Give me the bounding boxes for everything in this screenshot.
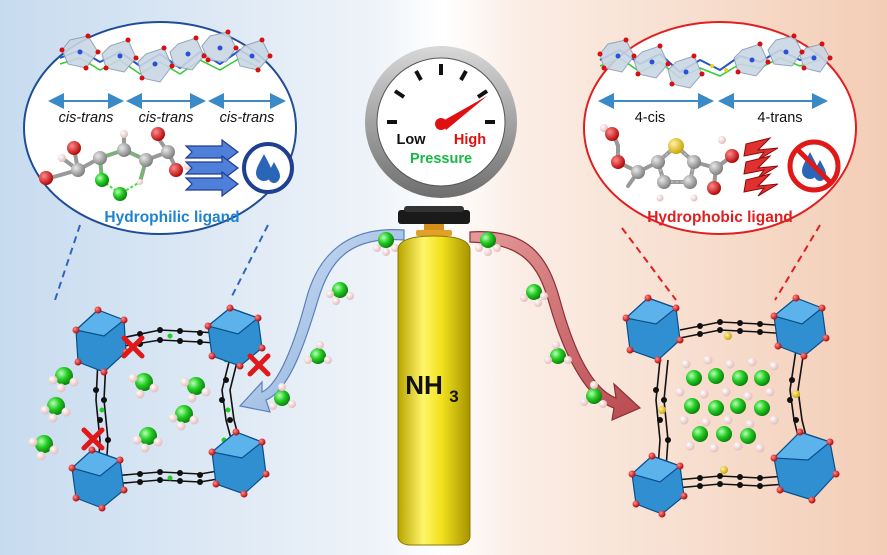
ammonia-molecules-arrows xyxy=(269,232,607,410)
right-chain xyxy=(597,33,833,89)
hydrophobic-ligand-label: Hydrophobic ligand xyxy=(647,209,793,226)
gauge-low-label: Low xyxy=(397,132,427,148)
pressure-gauge: Low High Pressure xyxy=(365,46,517,198)
left-pore-ammonia xyxy=(28,367,211,461)
cylinder-label: NH xyxy=(405,370,443,400)
hydrophilic-ligand-label: Hydrophilic ligand xyxy=(104,209,239,226)
left-blocked-marks xyxy=(81,335,271,451)
blocked-x-icon xyxy=(121,335,145,359)
right-pore-ammonia xyxy=(675,355,779,453)
cylinder-label-subscript: 3 xyxy=(449,387,458,406)
left-conformation-2: cis-trans xyxy=(139,110,194,126)
gauge-needle xyxy=(441,96,487,130)
left-conformation-1: cis-trans xyxy=(59,110,114,126)
ammonia-cylinder: NH 3 xyxy=(397,206,471,546)
right-mof-structure xyxy=(622,294,840,518)
gauge-high-label: High xyxy=(454,132,486,148)
adsorption-arrow-left xyxy=(238,229,405,413)
right-conformation-2: 4-trans xyxy=(757,110,802,126)
water-drop-icon xyxy=(242,142,294,194)
gauge-pressure-label: Pressure xyxy=(410,151,472,167)
right-conformation-1: 4-cis xyxy=(635,110,666,126)
left-mof-structure xyxy=(28,304,271,512)
blocked-x-icon xyxy=(81,427,105,451)
left-chain xyxy=(59,29,273,83)
no-water-icon xyxy=(787,139,841,193)
right-zoom-bubble: 4-cis 4-trans xyxy=(583,21,857,301)
hydrophilic-ligand-molecule xyxy=(39,127,192,201)
left-conformation-3: cis-trans xyxy=(220,110,275,126)
hydrogen-bond-arrows-icon xyxy=(184,138,239,198)
repulsion-arrows-icon xyxy=(743,137,779,197)
left-zoom-bubble: cis-trans cis-trans cis-trans xyxy=(23,21,297,301)
blocked-x-icon xyxy=(247,353,271,377)
adsorption-arrow-right xyxy=(469,231,642,421)
hydrophobic-ligand-molecule xyxy=(600,124,739,202)
